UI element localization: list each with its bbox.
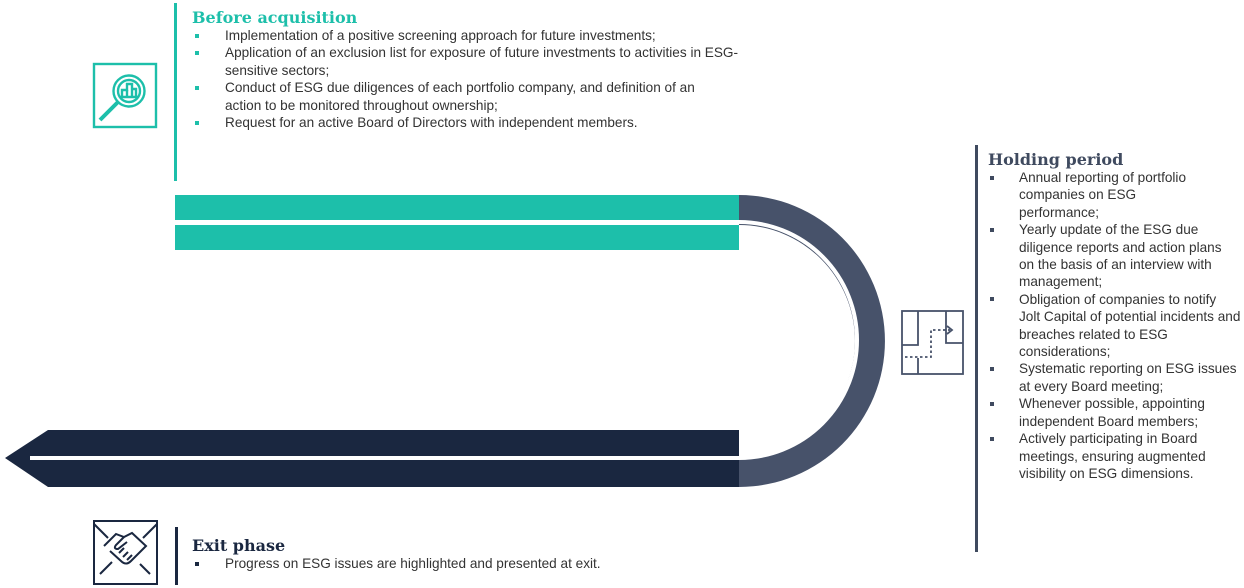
holding-period-title: Holding period bbox=[988, 150, 1124, 169]
list-item: Whenever possible, appointing independen… bbox=[988, 395, 1241, 430]
list-item: Application of an exclusion list for exp… bbox=[192, 44, 745, 79]
holding-u-turn bbox=[739, 195, 885, 487]
handshake-icon bbox=[93, 520, 158, 585]
holding-period-section: Holding period Annual reporting of portf… bbox=[988, 151, 1244, 482]
magnifier-chart-icon bbox=[92, 62, 158, 129]
holding-u-divider bbox=[738, 220, 859, 460]
exit-phase-title: Exit phase bbox=[192, 536, 286, 555]
holding-rule bbox=[975, 145, 978, 552]
list-item: Annual reporting of portfolio companies … bbox=[988, 169, 1199, 221]
list-item: Systematic reporting on ESG issues at ev… bbox=[988, 360, 1241, 395]
list-item: Implementation of a positive screening a… bbox=[192, 27, 685, 44]
list-item: Actively participating in Board meetings… bbox=[988, 430, 1241, 482]
before-acquisition-section: Before acquisition Implementation of a p… bbox=[192, 9, 752, 131]
before-band-outer bbox=[175, 195, 739, 220]
list-item: Yearly update of the ESG due diligence r… bbox=[988, 221, 1229, 291]
exit-phase-section: Exit phase Progress on ESG issues are hi… bbox=[192, 537, 752, 572]
list-item: Conduct of ESG due diligences of each po… bbox=[192, 79, 725, 114]
holding-period-list: Annual reporting of portfolio companies … bbox=[988, 169, 1244, 482]
exit-phase-list: Progress on ESG issues are highlighted a… bbox=[192, 555, 752, 572]
before-band-inner bbox=[175, 225, 739, 250]
exit-rule bbox=[175, 527, 178, 585]
list-item: Progress on ESG issues are highlighted a… bbox=[192, 555, 752, 572]
before-acquisition-title: Before acquisition bbox=[192, 8, 358, 27]
before-acquisition-list: Implementation of a positive screening a… bbox=[192, 27, 752, 131]
floor-plan-path-icon bbox=[901, 310, 964, 375]
list-item: Request for an active Board of Directors… bbox=[192, 114, 752, 131]
list-item: Obligation of companies to notify Jolt C… bbox=[988, 291, 1241, 361]
before-rule bbox=[174, 3, 177, 181]
